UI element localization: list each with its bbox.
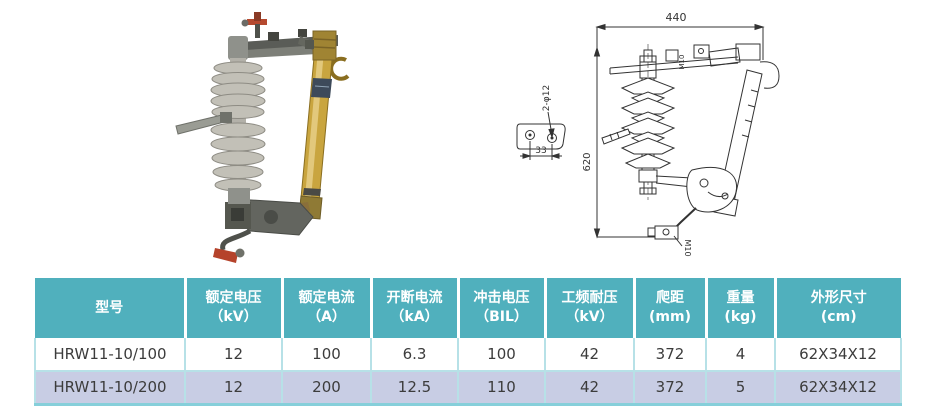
fuse-tube bbox=[298, 30, 350, 220]
dim-33: 33 bbox=[535, 146, 546, 156]
cell-dimensions: 62X34X12 bbox=[775, 370, 902, 406]
cell-creepage: 372 bbox=[634, 338, 707, 371]
cell-impulse-voltage: 110 bbox=[458, 370, 546, 406]
col-header-weight: 重量 (kg) bbox=[706, 278, 777, 338]
dimension-drawing: 440 620 33 2-φ12 M10 M10 bbox=[498, 0, 798, 268]
cell-power-freq-withstand: 42 bbox=[545, 370, 635, 406]
spec-table-container: 型号 额定电压 （kV） 额定电流 （A） 开断电流 （kA） bbox=[34, 278, 902, 406]
bottom-terminal bbox=[213, 228, 252, 263]
cell-rated-voltage: 12 bbox=[185, 370, 283, 406]
top-terminal bbox=[241, 12, 267, 38]
spec-table: 型号 额定电压 （kV） 额定电流 （A） 开断电流 （kA） bbox=[34, 278, 902, 406]
cell-weight: 5 bbox=[706, 370, 776, 406]
dim-440: 440 bbox=[666, 11, 687, 24]
label-holes: 2-φ12 bbox=[542, 85, 552, 111]
cell-breaking-current: 12.5 bbox=[371, 370, 459, 406]
col-header-power-freq-withstand: 工频耐压 （kV） bbox=[545, 278, 636, 338]
cell-breaking-current: 6.3 bbox=[371, 338, 459, 371]
insulator bbox=[210, 36, 266, 198]
outline-diagram: 440 620 33 2-φ12 M10 M10 bbox=[516, 11, 780, 257]
col-header-model: 型号 bbox=[35, 278, 187, 338]
lower-hinge bbox=[225, 188, 314, 236]
label-m10-top: M10 bbox=[678, 55, 686, 70]
col-header-rated-voltage: 额定电压 （kV） bbox=[185, 278, 284, 338]
cell-power-freq-withstand: 42 bbox=[545, 338, 635, 371]
cell-rated-current: 100 bbox=[282, 338, 372, 371]
dim-620: 620 bbox=[582, 152, 593, 171]
cell-dimensions: 62X34X12 bbox=[775, 338, 902, 371]
table-row: HRW11-10/200 12 200 12.5 110 42 372 5 62… bbox=[34, 370, 902, 406]
cell-creepage: 372 bbox=[634, 370, 707, 406]
cell-rated-voltage: 12 bbox=[185, 338, 283, 371]
product-photo bbox=[150, 2, 400, 268]
fuse-cutout-photo bbox=[175, 12, 350, 263]
col-header-breaking-current: 开断电流 （kA） bbox=[371, 278, 460, 338]
cell-model: HRW11-10/100 bbox=[34, 338, 186, 371]
col-header-rated-current: 额定电流 （A） bbox=[282, 278, 373, 338]
col-header-dimensions: 外形尺寸 (cm) bbox=[775, 278, 901, 338]
label-m10-bottom: M10 bbox=[683, 239, 692, 256]
operating-rod bbox=[175, 112, 232, 135]
col-header-creepage: 爬距 (mm) bbox=[634, 278, 708, 338]
table-row: HRW11-10/100 12 100 6.3 100 42 372 4 62X… bbox=[34, 338, 902, 371]
cell-weight: 4 bbox=[706, 338, 776, 371]
col-header-impulse-voltage: 冲击电压 （BIL） bbox=[458, 278, 547, 338]
cell-model: HRW11-10/200 bbox=[34, 370, 186, 406]
header-row: 型号 额定电压 （kV） 额定电流 （A） 开断电流 （kA） bbox=[35, 278, 901, 338]
cell-rated-current: 200 bbox=[282, 370, 372, 406]
cell-impulse-voltage: 100 bbox=[458, 338, 546, 371]
